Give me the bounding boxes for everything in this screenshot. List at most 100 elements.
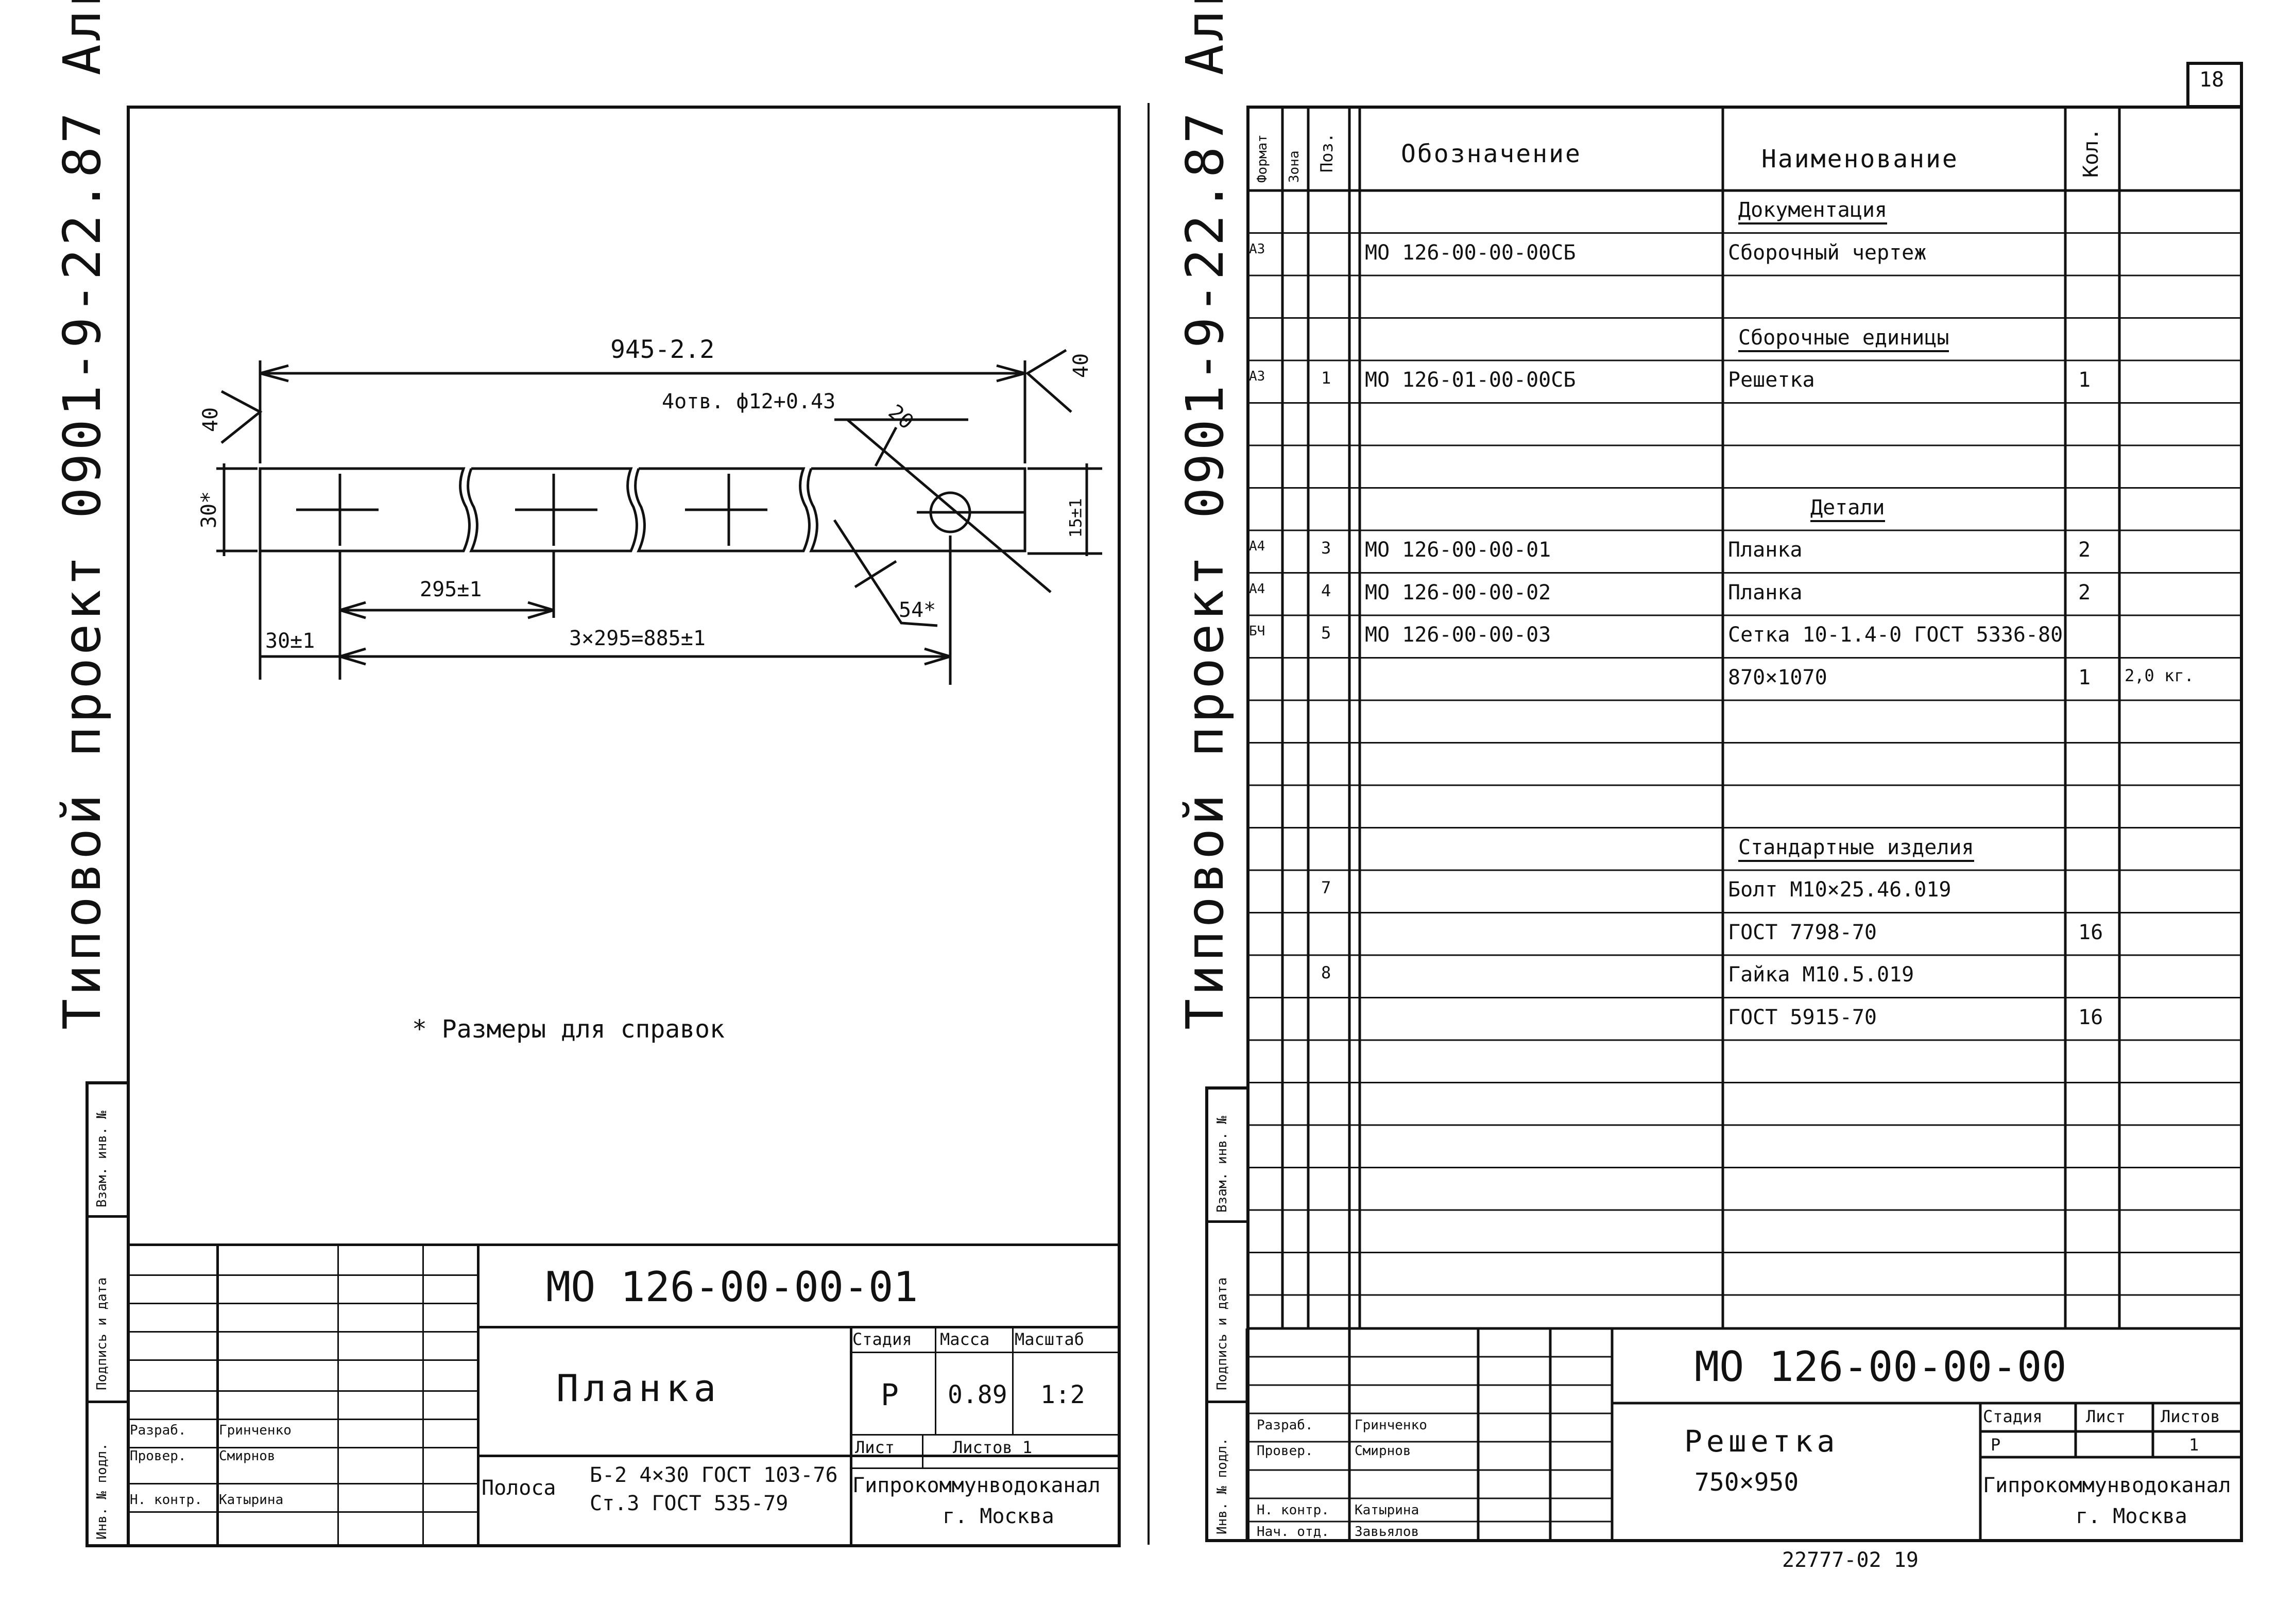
spec-cell-format: БЧ — [1249, 624, 1265, 639]
right-org: Гипрокоммунводоканал — [1983, 1474, 2231, 1497]
left-mass-header: Масса — [940, 1329, 990, 1349]
spec-cell-name: Сборочные единицы — [1738, 327, 1949, 352]
spec-cell-name: Решетка — [1728, 368, 1815, 392]
left-stage-header: Стадия — [852, 1329, 912, 1349]
reference-note: * Размеры для справок — [412, 1015, 725, 1044]
spec-cell-name: Детали — [1810, 497, 1885, 522]
right-album-title: Типовой проект 0901-9-22.87 Альбом III — [1175, 0, 1235, 1030]
left-role-1-name: Гринченко — [219, 1423, 292, 1438]
spec-cell-qty: 1 — [2078, 368, 2091, 392]
spec-cell-designation: МО 126-00-00-03 — [1365, 623, 1551, 647]
left-frame — [127, 106, 1121, 1547]
page-corner-number: 18 — [2199, 68, 2224, 92]
spec-cell-name: Гайка М10.5.019 — [1728, 963, 1914, 987]
spec-cell-pos: 4 — [1321, 580, 1331, 600]
right-role-1: Разраб. — [1257, 1418, 1313, 1433]
col-header-zone: Зона — [1287, 150, 1302, 183]
footer-code: 22777-02 19 — [1782, 1548, 1919, 1572]
spec-cell-name: Сетка 10-1.4-0 ГОСТ 5336-80 — [1728, 623, 2063, 647]
dim-start: 30±1 — [265, 629, 315, 653]
right-stage-header: Стадия — [1983, 1407, 2043, 1426]
spec-cell-qty: 16 — [2078, 920, 2103, 944]
right-sheets-header: Листов — [2161, 1407, 2220, 1426]
left-stamp-label-3: Взам. инв. № — [94, 1111, 110, 1207]
left-city: г. Москва — [943, 1505, 1054, 1528]
spec-cell-name: Планка — [1728, 580, 1803, 604]
dim-angle-left: 40 — [199, 407, 223, 433]
left-album-title: Типовой проект 0901-9-22.87 Альбом III — [52, 0, 112, 1030]
spec-cell-qty: 2 — [2078, 538, 2091, 562]
left-role-3-name: Катырина — [219, 1492, 284, 1508]
dim-holes: 4отв. ф12+0.43 — [662, 390, 836, 413]
dim-pitch: 295±1 — [420, 578, 482, 601]
right-size: 750×950 — [1694, 1468, 1799, 1497]
left-material-3: Ст.3 ГОСТ 535-79 — [590, 1492, 789, 1515]
left-role-3: Н. контр. — [130, 1492, 202, 1508]
spec-cell-pos: 8 — [1321, 963, 1331, 982]
spec-cell-format: А4 — [1249, 539, 1265, 554]
left-stamp-strip — [85, 1081, 130, 1547]
spec-cell-pos: 3 — [1321, 538, 1331, 558]
spec-cell-format: А3 — [1249, 369, 1265, 384]
right-city: г. Москва — [2076, 1505, 2187, 1528]
right-role-1-name: Гринченко — [1355, 1418, 1427, 1433]
spec-cell-qty: 16 — [2078, 1005, 2103, 1029]
right-sheet-header: Лист — [2086, 1407, 2126, 1426]
left-scale: 1:2 — [1040, 1380, 1085, 1409]
left-stamp-label-2: Подпись и дата — [94, 1277, 110, 1390]
spec-cell-format: А4 — [1249, 581, 1265, 597]
spec-cell-name: ГОСТ 7798-70 — [1728, 920, 1877, 944]
right-stamp-label-1: Инв. № подл. — [1214, 1438, 1230, 1534]
left-role-2: Провер. — [130, 1448, 186, 1464]
spec-cell-pos: 7 — [1321, 878, 1331, 897]
left-role-1: Разраб. — [130, 1423, 186, 1438]
col-header-format: Формат — [1255, 134, 1270, 183]
left-mass: 0.89 — [948, 1380, 1007, 1409]
left-role-2-name: Смирнов — [219, 1448, 276, 1464]
right-stamp-label-3: Взам. инв. № — [1214, 1116, 1230, 1213]
left-stage: Р — [881, 1377, 899, 1412]
spec-cell-note: 2,0 кг. — [2125, 665, 2194, 685]
right-stamp-strip — [1205, 1086, 1249, 1542]
col-header-qty: Кол. — [2079, 128, 2103, 178]
dim-overall: 945-2.2 — [610, 335, 715, 364]
right-role-2: Провер. — [1257, 1443, 1313, 1459]
col-header-pos: Поз. — [1317, 132, 1337, 172]
spec-cell-name: Сборочный чертеж — [1728, 240, 1927, 265]
spec-cell-name: Стандартные изделия — [1738, 837, 1974, 862]
left-scale-header: Масштаб — [1015, 1329, 1084, 1349]
spec-cell-pos: 5 — [1321, 623, 1331, 643]
left-designation: МО 126-00-00-01 — [546, 1263, 918, 1311]
spec-cell-designation: МО 126-00-00-00СБ — [1365, 240, 1576, 265]
dim-star: 54* — [899, 598, 936, 622]
left-stamp-label-1: Инв. № подл. — [94, 1443, 110, 1540]
right-part-name: Решетка — [1684, 1424, 1839, 1459]
dim-chain: 3×295=885±1 — [569, 627, 706, 650]
right-role-3: Н. контр. — [1257, 1502, 1329, 1518]
spec-cell-designation: МО 126-00-00-02 — [1365, 580, 1551, 604]
right-stage: Р — [1991, 1435, 2001, 1455]
spec-cell-format: А3 — [1249, 241, 1265, 257]
spec-cell-pos: 1 — [1321, 368, 1331, 388]
left-part-name: Планка — [556, 1367, 722, 1410]
right-stamp-label-2: Подпись и дата — [1214, 1277, 1230, 1390]
left-org: Гипрокоммунводоканал — [852, 1474, 1101, 1497]
right-role-2-name: Смирнов — [1355, 1443, 1411, 1459]
left-material-1: Полоса — [482, 1476, 556, 1500]
right-frame — [1246, 106, 2243, 1542]
right-designation: МО 126-00-00-00 — [1694, 1343, 2067, 1391]
col-header-designation: Обозначение — [1401, 140, 1582, 168]
spec-cell-designation: МО 126-01-00-00СБ — [1365, 368, 1576, 392]
left-sheet-label: Лист — [855, 1438, 895, 1457]
right-sheets: 1 — [2189, 1435, 2199, 1455]
spec-cell-designation: МО 126-00-00-01 — [1365, 538, 1551, 562]
spec-cell-name: Болт М10×25.46.019 — [1728, 878, 1951, 902]
dim-height: 30* — [197, 491, 221, 529]
left-material-2: Б-2 4×30 ГОСТ 103-76 — [590, 1463, 838, 1487]
dim-edge: 15±1 — [1066, 498, 1086, 538]
spec-cell-name: ГОСТ 5915-70 — [1728, 1005, 1877, 1029]
spec-cell-qty: 2 — [2078, 580, 2091, 604]
dim-angle-right: 40 — [1069, 353, 1093, 378]
col-header-name: Наименование — [1761, 145, 1959, 174]
spec-cell-name: 870×1070 — [1728, 665, 1827, 689]
